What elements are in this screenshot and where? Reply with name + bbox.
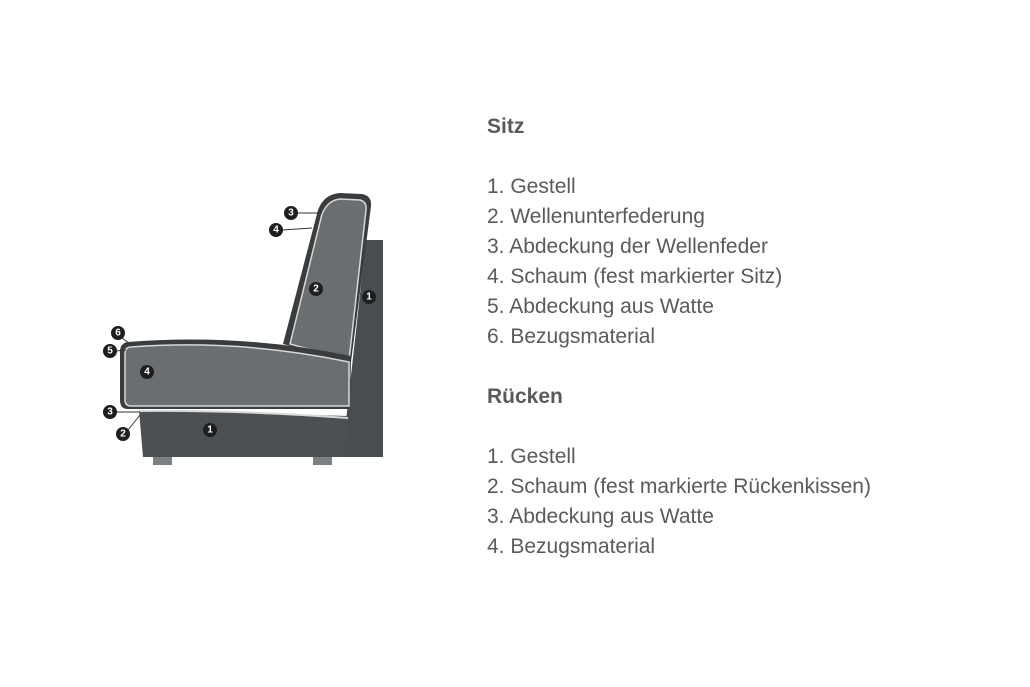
seat-spring-cover (138, 409, 349, 419)
marker-seat-2: 2 (116, 427, 130, 441)
list-item: 2. Wellenunterfederung (487, 205, 705, 228)
svg-text:1: 1 (207, 425, 213, 436)
marker-back-frame-1: 1 (362, 290, 376, 304)
back-cushion-foam (289, 198, 367, 361)
svg-text:1: 1 (366, 292, 372, 303)
marker-back-3: 3 (284, 206, 298, 220)
svg-text:5: 5 (107, 346, 113, 357)
list-item: 5. Abdeckung aus Watte (487, 295, 714, 318)
list-item: 2. Schaum (fest markierte Rückenkissen) (487, 475, 871, 498)
seat-base-frame (139, 410, 348, 457)
list-item: 1. Gestell (487, 445, 576, 468)
marker-back-cushion-2: 2 (309, 282, 323, 296)
marker-seat-5: 5 (103, 344, 117, 358)
svg-text:6: 6 (115, 328, 121, 339)
list-item: 1. Gestell (487, 175, 576, 198)
marker-seat-3: 3 (103, 405, 117, 419)
svg-text:2: 2 (313, 284, 319, 295)
marker-base-1: 1 (203, 423, 217, 437)
legend-sitz-title: Sitz (487, 115, 525, 138)
svg-text:3: 3 (107, 407, 113, 418)
marker-seat-6: 6 (111, 326, 125, 340)
svg-text:4: 4 (144, 367, 150, 378)
marker-seat-4: 4 (140, 365, 154, 379)
svg-text:3: 3 (288, 208, 294, 219)
svg-text:4: 4 (273, 225, 279, 236)
marker-back-4: 4 (269, 223, 283, 237)
legend-sitz: Sitz 1. Gestell 2. Wellenunterfederung 3… (487, 112, 871, 352)
list-item: 3. Abdeckung aus Watte (487, 505, 714, 528)
list-item: 4. Bezugsmaterial (487, 535, 656, 558)
sofa-leg-front (153, 456, 172, 465)
svg-text:2: 2 (120, 429, 126, 440)
list-item: 3. Abdeckung der Wellenfeder (487, 235, 768, 258)
legend-ruecken: Rücken 1. Gestell 2. Schaum (fest markie… (487, 382, 871, 562)
legend: Sitz 1. Gestell 2. Wellenunterfederung 3… (487, 112, 871, 562)
sofa-leg-back (313, 456, 332, 465)
list-item: 6. Bezugsmaterial (487, 325, 656, 348)
legend-ruecken-title: Rücken (487, 385, 563, 408)
list-item: 4. Schaum (fest markierter Sitz) (487, 265, 783, 288)
